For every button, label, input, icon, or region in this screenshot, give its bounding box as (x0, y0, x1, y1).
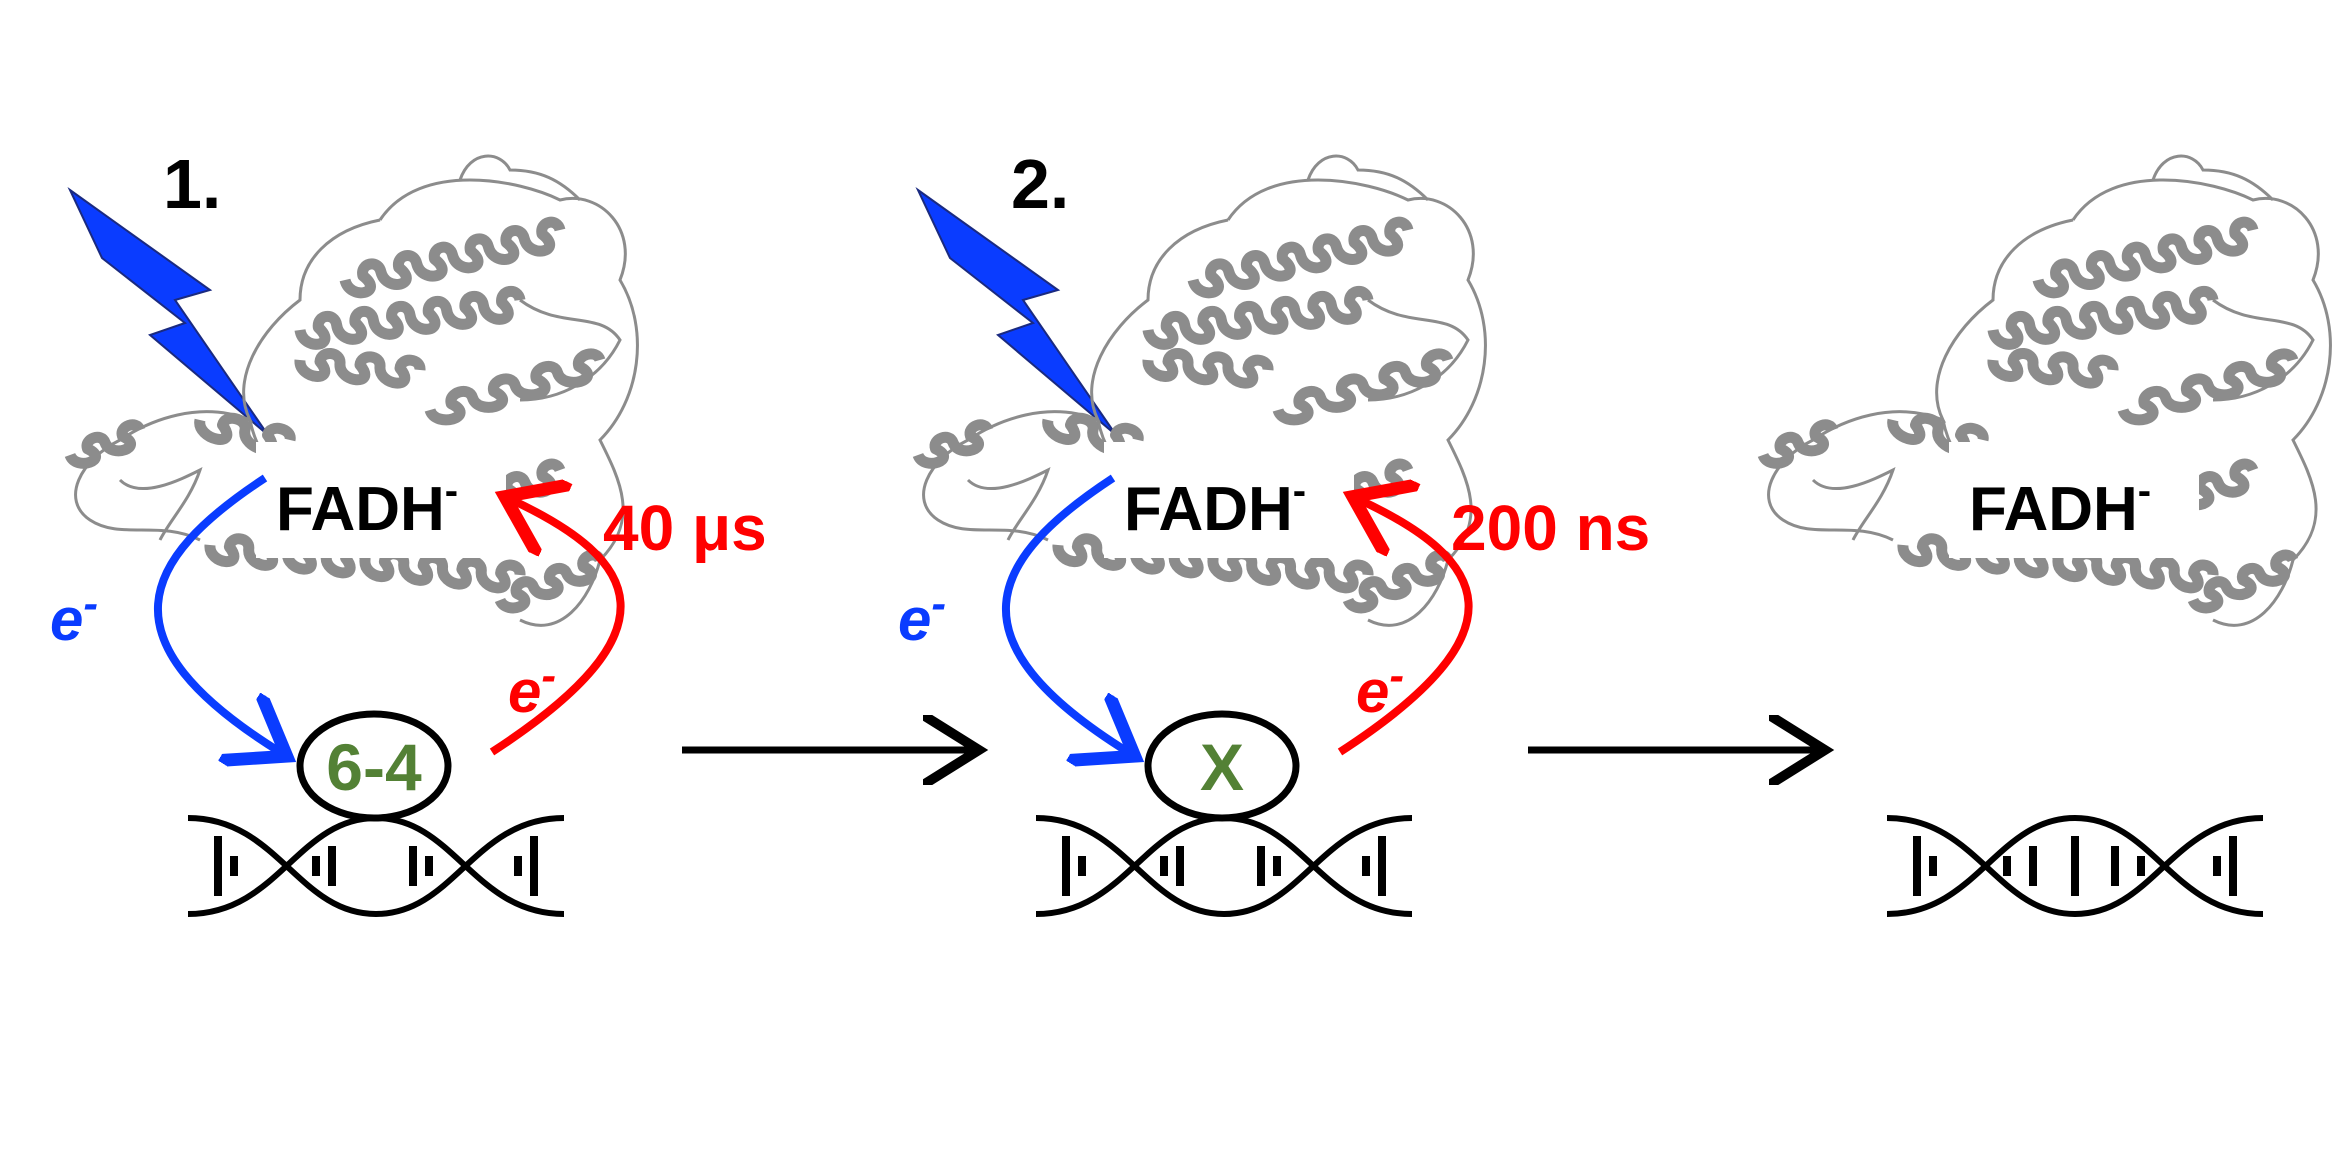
back-transfer-time: 40 μs (603, 492, 767, 564)
light-flash-icon (915, 186, 1117, 436)
step-1-panel: 1. FADH- e- e- 40 μs 6-4 (50, 145, 767, 914)
back-electron-label: e- (508, 651, 556, 725)
repaired-dna-helix-icon (1887, 818, 2263, 914)
step-2-number: 2. (1011, 145, 1069, 223)
back-electron-transfer-arrow (1337, 500, 1473, 756)
repaired-panel: FADH- (1763, 156, 2330, 914)
light-flash-icon (67, 186, 269, 436)
dna-helix-icon (188, 818, 564, 914)
forward-electron-transfer-arrow (1002, 474, 1128, 752)
cofactor-box (1104, 442, 1354, 558)
back-electron-transfer-arrow (489, 500, 625, 756)
forward-electron-label: e- (898, 579, 946, 653)
step-1-number: 1. (163, 145, 221, 223)
back-transfer-time: 200 ns (1451, 492, 1650, 564)
lesion-label: 6-4 (326, 730, 422, 804)
intermediate-label: X (1200, 730, 1244, 804)
cofactor-box (1949, 442, 2199, 558)
cofactor-label: FADH- (1969, 469, 2151, 544)
back-electron-label: e- (1356, 651, 1404, 725)
cofactor-label: FADH- (1124, 469, 1306, 544)
forward-electron-transfer-arrow (154, 474, 280, 752)
forward-electron-label: e- (50, 579, 98, 653)
dna-helix-icon (1036, 818, 1412, 914)
cofactor-box (256, 442, 506, 558)
cofactor-label: FADH- (276, 469, 458, 544)
step-2-panel: 2. FADH- e- e- 200 ns X (898, 145, 1650, 914)
